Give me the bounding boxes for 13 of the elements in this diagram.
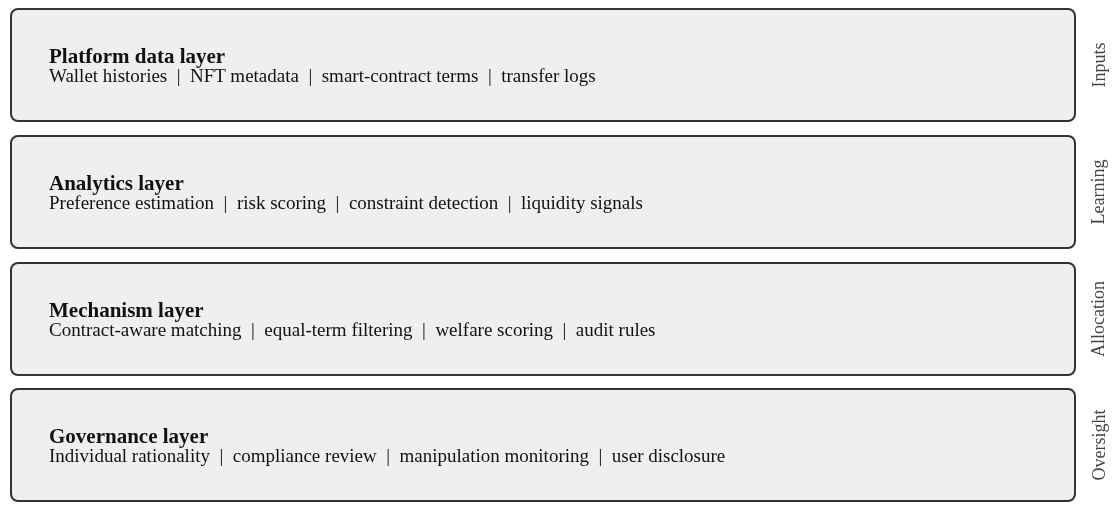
stage-label: Oversight: [1088, 409, 1108, 481]
stage-label: Learning: [1088, 159, 1108, 225]
layer-components: Individual rationality | compliance review | manipulation monitoring | user disclosure: [49, 446, 726, 466]
layer-title: Governance layer: [49, 426, 209, 446]
layer-title: Mechanism layer: [49, 300, 204, 320]
layer-box: [10, 262, 1076, 376]
layer-box: [10, 135, 1076, 249]
layer-box: [10, 388, 1076, 502]
stage-label: Inputs: [1088, 42, 1108, 88]
layer-box: [10, 8, 1076, 122]
stage-label: Allocation: [1088, 281, 1108, 357]
layer-title: Platform data layer: [49, 46, 226, 66]
layer-components: Contract-aware matching | equal-term filtering | welfare scoring | audit rules: [49, 320, 656, 340]
